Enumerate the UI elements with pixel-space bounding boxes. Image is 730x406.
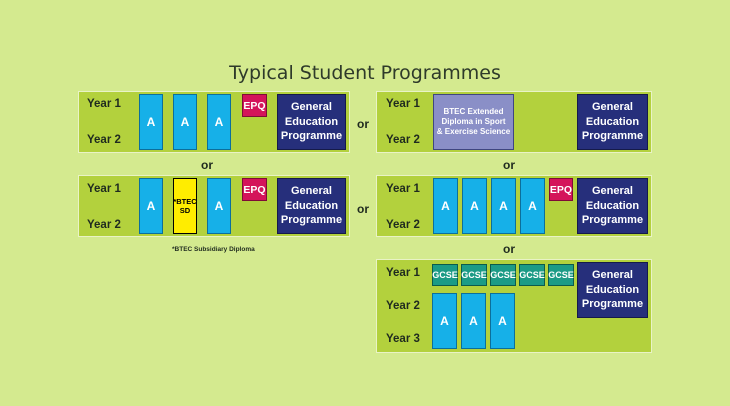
or-separator: or [201,158,213,172]
year-2-label: Year 2 [386,134,420,146]
or-separator: or [503,158,515,172]
general-education-block: General Education Programme [577,178,648,234]
a-level-block: A [207,178,231,234]
a-level-block: A [461,293,486,349]
general-education-block: General Education Programme [277,178,346,234]
page-title: Typical Student Programmes [229,62,501,84]
btec-extended-diploma-block: BTEC Extended Diploma in Sport & Exercis… [433,94,514,150]
general-education-block: General Education Programme [577,94,648,150]
general-education-block: General Education Programme [577,262,648,318]
btec-sd-block: *BTEC SD [173,178,197,234]
year-1-label: Year 1 [87,98,121,110]
year-1-label: Year 1 [87,183,121,195]
year-1-label: Year 1 [386,98,420,110]
gcse-block: GCSE [432,264,458,286]
gcse-block: GCSE [519,264,545,286]
epq-block: EPQ [549,178,573,201]
year-1-label: Year 1 [386,267,420,279]
footnote: *BTEC Subsidiary Diploma [172,246,255,253]
year-3-label: Year 3 [386,333,420,345]
year-2-label: Year 2 [386,300,420,312]
epq-block: EPQ [242,178,267,201]
a-level-block: A [490,293,515,349]
year-2-label: Year 2 [87,134,121,146]
a-level-block: A [139,178,163,234]
a-level-block: A [207,94,231,150]
year-2-label: Year 2 [87,219,121,231]
a-level-block: A [139,94,163,150]
or-separator: or [357,202,369,216]
year-1-label: Year 1 [386,183,420,195]
year-2-label: Year 2 [386,219,420,231]
a-level-block: A [173,94,197,150]
or-separator: or [503,242,515,256]
general-education-block: General Education Programme [277,94,346,150]
or-separator: or [357,117,369,131]
epq-block: EPQ [242,94,267,117]
gcse-block: GCSE [490,264,516,286]
a-level-block: A [433,178,458,234]
a-level-block: A [491,178,516,234]
a-level-block: A [432,293,457,349]
a-level-block: A [520,178,545,234]
a-level-block: A [462,178,487,234]
gcse-block: GCSE [548,264,574,286]
gcse-block: GCSE [461,264,487,286]
